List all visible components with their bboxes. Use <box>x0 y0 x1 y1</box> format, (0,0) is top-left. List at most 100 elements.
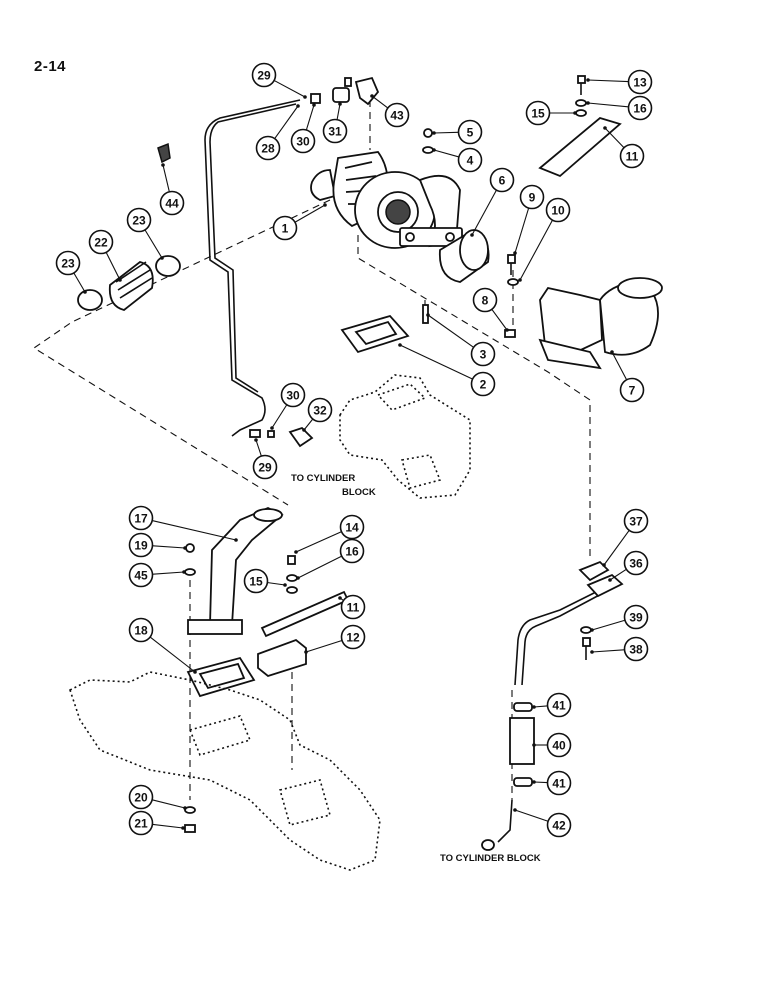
callout-number: 16 <box>345 545 359 559</box>
leader-end-dot <box>254 438 258 442</box>
callout-circle <box>243 568 269 594</box>
leader-end-dot <box>161 163 165 167</box>
callout-6: 6 <box>470 167 515 237</box>
callout-leader-line <box>591 649 625 653</box>
washer <box>286 586 298 594</box>
callout-number: 18 <box>134 624 148 638</box>
callout-circle <box>623 604 649 630</box>
callout-number: 10 <box>551 204 565 218</box>
callout-number: 8 <box>482 294 489 308</box>
callout-leader-line <box>255 439 262 456</box>
callout-circle <box>126 207 152 233</box>
callout-leader-line <box>152 520 237 541</box>
callout-number: 29 <box>258 461 272 475</box>
leader-end-dot <box>304 650 308 654</box>
callout-circle <box>619 143 645 169</box>
callout-2: 2 <box>398 343 496 397</box>
elbow-outlet <box>538 277 663 370</box>
callout-30: 30 <box>270 382 306 430</box>
leader-end-dot <box>602 563 606 567</box>
bolt <box>582 637 591 660</box>
callout-circle <box>339 538 365 564</box>
callout-40: 40 <box>532 732 572 758</box>
intake-coupling <box>77 255 181 311</box>
callout-12: 12 <box>304 624 366 654</box>
callout-22: 22 <box>88 229 122 282</box>
support-bracket <box>260 590 350 638</box>
callout-15: 15 <box>525 100 577 126</box>
callout-leader-line <box>305 104 315 130</box>
callout-leader-line <box>297 555 342 579</box>
leader-end-dot <box>338 596 342 600</box>
callout-number: 17 <box>134 512 148 526</box>
elbow-fitting <box>354 76 380 106</box>
callout-number: 11 <box>626 150 639 164</box>
callout-leader-line <box>105 252 121 281</box>
callout-number: 22 <box>94 236 108 250</box>
callout-28: 28 <box>255 104 300 161</box>
callout-circle <box>255 135 281 161</box>
callout-23: 23 <box>55 250 87 294</box>
callout-leader-line <box>274 105 299 139</box>
callout-36: 36 <box>608 550 649 582</box>
callout-circle <box>128 505 154 531</box>
leader-end-dot <box>181 826 185 830</box>
callout-leader-line <box>471 190 497 236</box>
callout-leader-line <box>533 781 548 784</box>
leader-end-dot <box>294 550 298 554</box>
upper-manifold-outline <box>339 374 471 499</box>
callout-circle <box>280 382 306 408</box>
leader-end-dot <box>532 780 536 784</box>
leader-end-dot <box>432 148 436 152</box>
leader-end-dot <box>398 343 402 347</box>
callout-circle <box>545 197 571 223</box>
leader-end-dot <box>296 104 300 108</box>
leader-end-dot <box>338 102 342 106</box>
callout-13: 13 <box>586 69 653 95</box>
bolt <box>287 555 296 565</box>
callout-circle <box>519 184 545 210</box>
leader-end-dot <box>283 583 287 587</box>
leader-end-dot <box>573 111 577 115</box>
callout-number: 36 <box>629 557 643 571</box>
callout-leader-line <box>271 404 288 429</box>
callout-number: 1 <box>282 222 289 236</box>
callout-circle <box>159 190 185 216</box>
callout-number: 21 <box>134 817 148 831</box>
washer <box>184 806 196 814</box>
callout-leader-line <box>399 344 473 380</box>
turbocharger <box>310 151 463 249</box>
callout-circle <box>546 812 572 838</box>
callout-29: 29 <box>252 438 278 480</box>
callout-number: 31 <box>328 125 342 139</box>
callout-leader-line <box>73 273 86 293</box>
leader-end-dot <box>302 428 306 432</box>
washer <box>286 574 298 582</box>
callout-number: 43 <box>390 109 404 123</box>
leader-end-dot <box>183 806 187 810</box>
callout-8: 8 <box>472 287 509 332</box>
callout-number: 3 <box>480 348 487 362</box>
callout-number: 41 <box>552 699 566 713</box>
callout-leader-line <box>609 569 627 581</box>
lock-washer <box>507 278 519 286</box>
callout-number: 30 <box>286 389 300 403</box>
hose-connector <box>438 229 490 283</box>
callout-circle <box>128 562 154 588</box>
callout-number: 45 <box>134 569 148 583</box>
return-gasket <box>578 560 610 582</box>
callout-number: 30 <box>296 135 310 149</box>
callout-18: 18 <box>128 617 197 674</box>
callout-circle <box>340 594 366 620</box>
callout-leader-line <box>433 149 459 158</box>
callout-number: 29 <box>257 69 271 83</box>
callout-9: 9 <box>513 184 545 255</box>
leader-end-dot <box>532 705 536 709</box>
callout-circle <box>623 508 649 534</box>
callout-14: 14 <box>294 514 365 554</box>
callout-leader-line <box>305 640 342 653</box>
callout-20: 20 <box>128 784 187 810</box>
leader-end-dot <box>608 578 612 582</box>
callout-number: 19 <box>134 539 148 553</box>
callout-number: 14 <box>345 521 359 535</box>
